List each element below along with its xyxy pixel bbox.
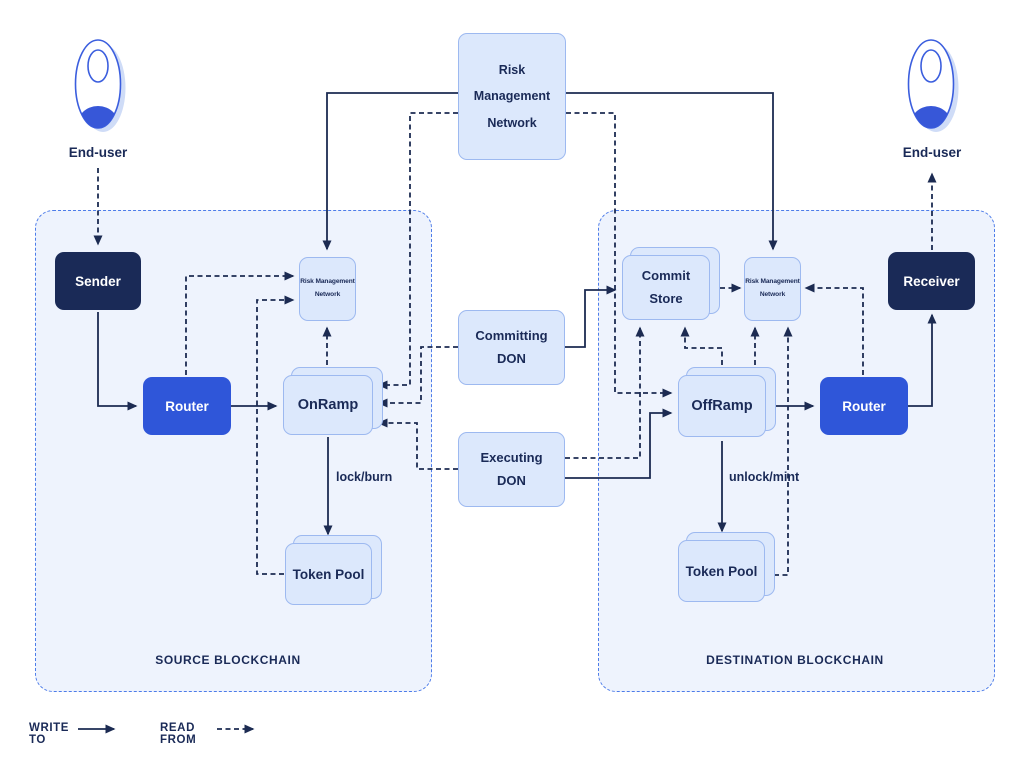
edge-toprmn-offramp (566, 112, 673, 398)
edge-offramp-commitstore (680, 326, 723, 365)
router-source-node: Router (143, 377, 231, 435)
legend-write-to-label: WRITE TO (29, 722, 70, 746)
end-user-left-icon (74, 39, 126, 132)
committing-don-node: Committing DON (458, 310, 565, 385)
edge-routerdest-receiver (908, 313, 937, 407)
edge-tokenpool-rmnsource (256, 295, 295, 575)
edge-toprmn-rmndest (566, 92, 778, 251)
edge-executingdon-onramp (377, 418, 458, 470)
risk-management-network-node: Risk Management Network (458, 33, 566, 160)
executing-don-node: Executing DON (458, 432, 565, 507)
end-user-right-label: End-user (902, 145, 962, 160)
sender-node: Sender (55, 252, 141, 310)
legend-read-from-label: READ FROM (160, 722, 197, 746)
rmn-source-line2: Network (314, 291, 341, 298)
edge-executingdon-offramp (565, 408, 673, 479)
onramp-node: OnRamp (283, 375, 373, 435)
edge-committingdon-commitstore (565, 285, 617, 348)
edge-toprmn-onramp (377, 112, 458, 390)
edge-committingdon-onramp (377, 346, 458, 408)
receiver-node: Receiver (888, 252, 975, 310)
edge-sender-router (97, 312, 138, 411)
rmn-dest-line1: Risk Management (745, 278, 800, 286)
router-dest-node: Router (820, 377, 908, 435)
edge-routerdest-rmndest (804, 283, 864, 375)
rmn-source-node: Risk Management Network (299, 257, 356, 321)
edge-tokenpooldest-rmndest (774, 326, 793, 576)
destination-blockchain-label: DESTINATION BLOCKCHAIN (706, 653, 884, 667)
edge-executingdon-commitstore (565, 326, 645, 459)
unlock-mint-label: unlock/mint (729, 470, 800, 484)
token-pool-source-node: Token Pool (285, 543, 372, 605)
lock-burn-label: lock/burn (336, 470, 393, 484)
source-blockchain-label: SOURCE BLOCKCHAIN (155, 653, 301, 667)
commit-store-node: Commit Store (622, 255, 710, 320)
end-user-right-icon (907, 39, 959, 132)
offramp-node: OffRamp (678, 375, 766, 437)
token-pool-dest-node: Token Pool (678, 540, 765, 602)
rmn-dest-node: Risk Management Network (744, 257, 801, 321)
edge-toprmn-rmnsource (322, 92, 458, 251)
end-user-left-label: End-user (68, 145, 128, 160)
rmn-source-line1: Risk Management (300, 278, 355, 286)
edge-router-rmnsource (185, 271, 295, 375)
rmn-dest-line2: Network (759, 291, 786, 298)
